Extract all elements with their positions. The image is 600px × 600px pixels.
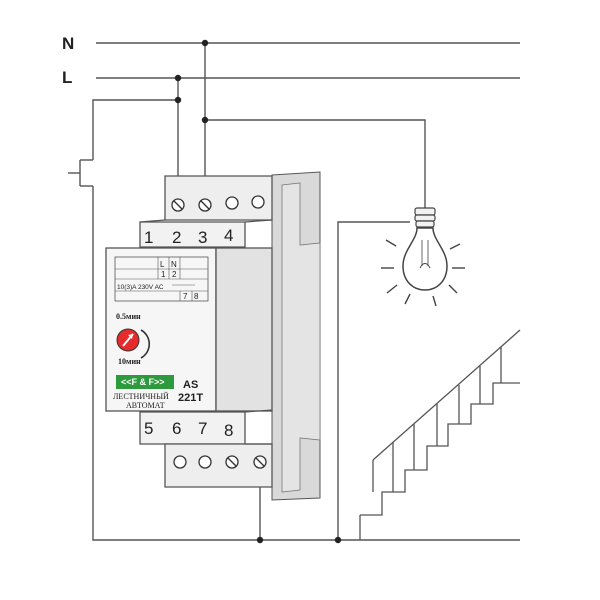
- device-branding: <<F & F>> ЛЕСТНИЧНЫЙ АВТОМАТ AS 221T: [113, 375, 203, 410]
- top-terminal-screws: [171, 195, 265, 212]
- bottom-terminal-numbers: 5 6 7 8: [144, 419, 233, 440]
- schematic-8-label: 8: [194, 292, 199, 301]
- device-name-line1: ЛЕСТНИЧНЫЙ: [113, 392, 169, 401]
- junction-n-lamp: [201, 116, 209, 124]
- brand-badge: [116, 375, 174, 389]
- wire-lamp-return: [337, 221, 410, 540]
- staircase-icon: [359, 329, 521, 540]
- terminal-6-label: 6: [172, 419, 181, 438]
- neutral-bus-label: N: [62, 34, 74, 53]
- model-line2: 221T: [178, 392, 203, 404]
- wire-n-to-lamp: [205, 119, 426, 212]
- junction-terminal-8-rail: [256, 536, 264, 544]
- light-bulb-icon: [402, 207, 448, 291]
- pushbutton-switch: [68, 159, 93, 187]
- schematic-7-label: 7: [183, 292, 188, 301]
- junctions: [174, 39, 342, 544]
- bottom-terminal-screws: [173, 455, 267, 469]
- brand-label: <<F & F>>: [121, 377, 165, 387]
- device-name-line2: АВТОМАТ: [126, 401, 165, 410]
- front-panel-schematic: L N 1 2 10(3)A 230V AC 7 8: [114, 256, 209, 302]
- junction-lamp-rail: [334, 536, 342, 544]
- knob-max-label: 10мин: [118, 357, 141, 366]
- terminal-1-label: 1: [144, 228, 153, 247]
- terminal-5-label: 5: [144, 419, 153, 438]
- terminal-3-label: 3: [198, 228, 207, 247]
- terminal-8-label: 8: [224, 421, 233, 440]
- wires: [92, 43, 520, 541]
- schematic-l-label: L: [160, 260, 165, 269]
- schematic-rating: 10(3)A 230V AC: [117, 284, 164, 291]
- line-bus-label: L: [62, 68, 72, 87]
- terminal-4-label: 4: [224, 226, 233, 245]
- wire-pushbutton-return: [92, 186, 520, 541]
- time-setting-knob: 0.5мин 10мин: [116, 312, 150, 366]
- top-terminal-numbers: 1 2 3 4: [144, 226, 233, 247]
- schematic-n-label: N: [171, 260, 177, 269]
- model-line1: AS: [183, 379, 198, 391]
- schematic-1-label: 1: [161, 270, 166, 279]
- terminal-7-label: 7: [198, 419, 207, 438]
- light-rays: [381, 239, 465, 307]
- wire-l-to-pushbutton: [92, 99, 178, 160]
- junction-l-terminal-2: [174, 74, 182, 82]
- junction-n-terminal-3: [201, 39, 209, 47]
- power-buses: N L: [62, 34, 520, 87]
- knob-min-label: 0.5мин: [116, 312, 141, 321]
- schematic-2-label: 2: [172, 270, 177, 279]
- junction-l-pushbutton: [174, 96, 182, 104]
- terminal-2-label: 2: [172, 228, 181, 247]
